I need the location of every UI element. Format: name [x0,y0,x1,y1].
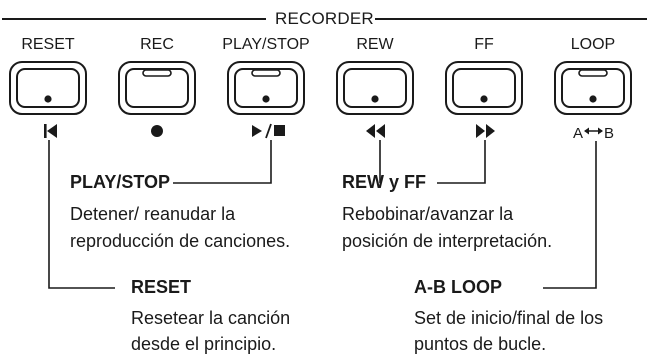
play-stop-icon [252,123,285,139]
reset-leader-line [48,140,115,289]
loop-led-indicator [578,69,608,77]
loop-button[interactable] [554,61,632,115]
ab-loop-callout-title: A-B LOOP [414,277,502,297]
reset-button-dot [44,95,52,103]
play-led-indicator [251,69,281,77]
ab-loop-leader-line [543,141,597,289]
svg-text:B: B [604,125,614,142]
rec-button-label: REC [140,36,174,53]
ab-loop-callout-desc-line1: Set de inicio/final de los [414,308,604,328]
loop-button-label: LOOP [570,36,616,53]
ff-button-dot [480,95,488,103]
play-stop-button-dot [262,95,270,103]
loop-button-dot [589,95,597,103]
play-stop-callout-desc-line2: reproducción de canciones. [70,231,291,251]
rew-button[interactable] [336,61,414,115]
rew-button-label: REW [356,36,394,53]
svg-text:A: A [573,125,583,142]
ff-button[interactable] [445,61,523,115]
rec-button[interactable] [118,61,196,115]
reset-callout-desc-line2: desde el principio. [131,334,277,354]
record-icon [151,125,163,137]
rew-ff-callout-title: REW y FF [342,172,426,192]
ab-loop-callout-desc-line2: puntos de bucle. [414,334,547,354]
fast-forward-icon [476,124,495,138]
rew-ff-callout-desc-line1: Rebobinar/avanzar la [342,204,514,224]
rec-led-indicator [142,69,172,77]
rewind-icon [366,124,385,138]
reset-icon [44,124,57,138]
ab-loop-icon: A B [573,125,614,142]
play-stop-callout-title: PLAY/STOP [70,172,171,192]
ff-button-label: FF [474,36,494,53]
rew-ff-callout-desc-line2: posición de interpretación. [342,231,553,251]
play-stop-button[interactable] [227,61,305,115]
reset-callout-title: RESET [131,277,192,297]
rew-ff-leader-line [437,140,486,184]
play-stop-leader-line [173,140,272,184]
reset-button-label: RESET [21,36,75,53]
recorder-section-title: RECORDER [275,9,374,28]
reset-callout-desc-line1: Resetear la canción [131,308,291,328]
play-stop-button-label: PLAY/STOP [222,36,310,53]
rew-button-dot [371,95,379,103]
play-stop-callout-desc-line1: Detener/ reanudar la [70,204,236,224]
reset-button[interactable] [9,61,87,115]
